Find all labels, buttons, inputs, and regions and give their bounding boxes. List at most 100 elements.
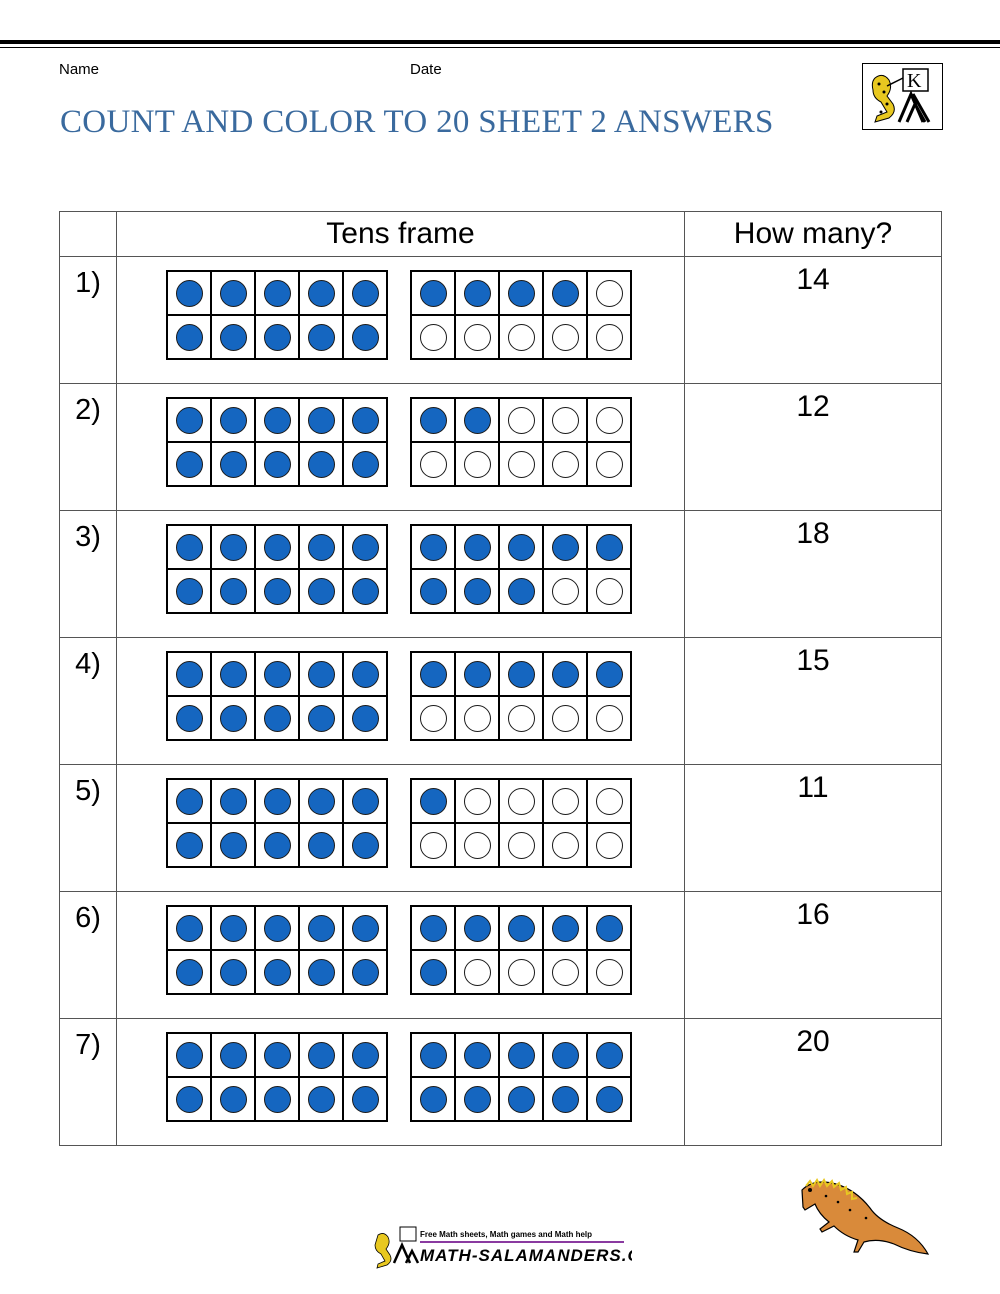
tens-frame-cell-box xyxy=(255,779,299,823)
tens-frame-cell-box xyxy=(499,1077,543,1121)
tens-frame-cell-box xyxy=(299,1033,343,1077)
filled-counter-dot xyxy=(463,1085,491,1113)
tens-frame-cell-box xyxy=(211,950,255,994)
tens-frame-cell-box xyxy=(499,823,543,867)
filled-counter-dot xyxy=(175,1085,203,1113)
filled-counter-dot xyxy=(219,914,247,942)
filled-counter-dot xyxy=(551,1041,579,1069)
tens-frame-cell-box xyxy=(343,652,387,696)
tens-frame-cell-box xyxy=(587,525,631,569)
filled-counter-dot xyxy=(419,660,447,688)
filled-counter-dot xyxy=(219,279,247,307)
tens-frame-cell-box xyxy=(167,398,211,442)
answer-value: 11 xyxy=(684,764,942,892)
tens-frame-cell-box xyxy=(299,525,343,569)
tens-frame-cell-box xyxy=(211,652,255,696)
tens-frame-cell-box xyxy=(167,569,211,613)
problem-number: 5) xyxy=(59,764,117,892)
tens-frame-cell-box xyxy=(343,950,387,994)
tens-frame-cell-box xyxy=(411,569,455,613)
filled-counter-dot xyxy=(219,450,247,478)
table-row: 2) 12 xyxy=(59,383,942,511)
empty-counter-dot xyxy=(463,787,491,815)
tens-frame xyxy=(166,270,388,360)
problem-number: 6) xyxy=(59,891,117,1019)
tens-frame-cell-box xyxy=(167,271,211,315)
table-row: 6)16 xyxy=(59,891,942,1019)
tens-frame-cell-box xyxy=(211,823,255,867)
tens-frame-cell-box xyxy=(455,442,499,486)
filled-counter-dot xyxy=(351,1085,379,1113)
tens-frame-cell-box xyxy=(299,779,343,823)
tens-frame-cell-box xyxy=(255,1033,299,1077)
tens-frame-cell-box xyxy=(255,442,299,486)
tens-frame-cell-box xyxy=(499,315,543,359)
filled-counter-dot xyxy=(219,406,247,434)
filled-counter-dot xyxy=(419,533,447,561)
filled-counter-dot xyxy=(263,323,291,351)
tens-frame-cell-box xyxy=(211,696,255,740)
filled-counter-dot xyxy=(263,533,291,561)
tens-frame-cell-box xyxy=(499,442,543,486)
answer-value: 12 xyxy=(684,383,942,511)
filled-counter-dot xyxy=(307,1041,335,1069)
empty-counter-dot xyxy=(595,958,623,986)
tens-frame-cell-box xyxy=(587,1077,631,1121)
tens-frame-cell-box xyxy=(455,1077,499,1121)
tens-frame-cell-box xyxy=(587,442,631,486)
tens-frame-cell xyxy=(116,510,685,638)
problem-number: 4) xyxy=(59,637,117,765)
tens-frame-cell-box xyxy=(299,906,343,950)
tens-frame-cell-box xyxy=(543,652,587,696)
tens-frame-cell-box xyxy=(543,315,587,359)
top-rule xyxy=(0,40,1000,44)
filled-counter-dot xyxy=(175,787,203,815)
filled-counter-dot xyxy=(219,1085,247,1113)
tens-frame-cell-box xyxy=(455,779,499,823)
filled-counter-dot xyxy=(507,577,535,605)
tens-frame-cell-box xyxy=(167,1033,211,1077)
tens-frame-cell-box xyxy=(411,823,455,867)
tens-frame-cell-box xyxy=(543,779,587,823)
tens-frame xyxy=(166,524,388,614)
tens-frame-cell xyxy=(116,383,685,511)
tens-frame-cell-box xyxy=(411,1077,455,1121)
filled-counter-dot xyxy=(219,1041,247,1069)
filled-counter-dot xyxy=(419,577,447,605)
tens-frame-cell-box xyxy=(499,652,543,696)
tens-frame-cell-box xyxy=(587,315,631,359)
tens-frame-cell-box xyxy=(499,569,543,613)
tens-frame-cell-box xyxy=(211,271,255,315)
tens-frame-cell-box xyxy=(499,525,543,569)
filled-counter-dot xyxy=(307,323,335,351)
tens-frame-cell-box xyxy=(255,525,299,569)
tens-frame-cell-box xyxy=(543,525,587,569)
filled-counter-dot xyxy=(263,279,291,307)
filled-counter-dot xyxy=(419,914,447,942)
filled-counter-dot xyxy=(175,704,203,732)
tens-frame-cell-box xyxy=(211,525,255,569)
filled-counter-dot xyxy=(175,533,203,561)
filled-counter-dot xyxy=(175,958,203,986)
filled-counter-dot xyxy=(263,406,291,434)
tens-frame-cell-box xyxy=(455,652,499,696)
tens-frame-cell-box xyxy=(255,906,299,950)
tens-frame-cell-box xyxy=(543,823,587,867)
filled-counter-dot xyxy=(419,279,447,307)
tens-frame-cell-box xyxy=(543,950,587,994)
tens-frame-cell-box xyxy=(411,442,455,486)
table-row: 5) 11 xyxy=(59,764,942,892)
tens-frame-cell-box xyxy=(543,398,587,442)
tens-frame-cell-box xyxy=(343,569,387,613)
empty-counter-dot xyxy=(507,450,535,478)
tens-frame-cell-box xyxy=(343,1077,387,1121)
tens-frame-cell-box xyxy=(499,779,543,823)
filled-counter-dot xyxy=(419,1041,447,1069)
filled-counter-dot xyxy=(507,914,535,942)
filled-counter-dot xyxy=(463,406,491,434)
empty-counter-dot xyxy=(507,831,535,859)
problem-number: 2) xyxy=(59,383,117,511)
filled-counter-dot xyxy=(263,914,291,942)
tens-frame-cell-box xyxy=(587,779,631,823)
tens-frame-cell-box xyxy=(167,442,211,486)
